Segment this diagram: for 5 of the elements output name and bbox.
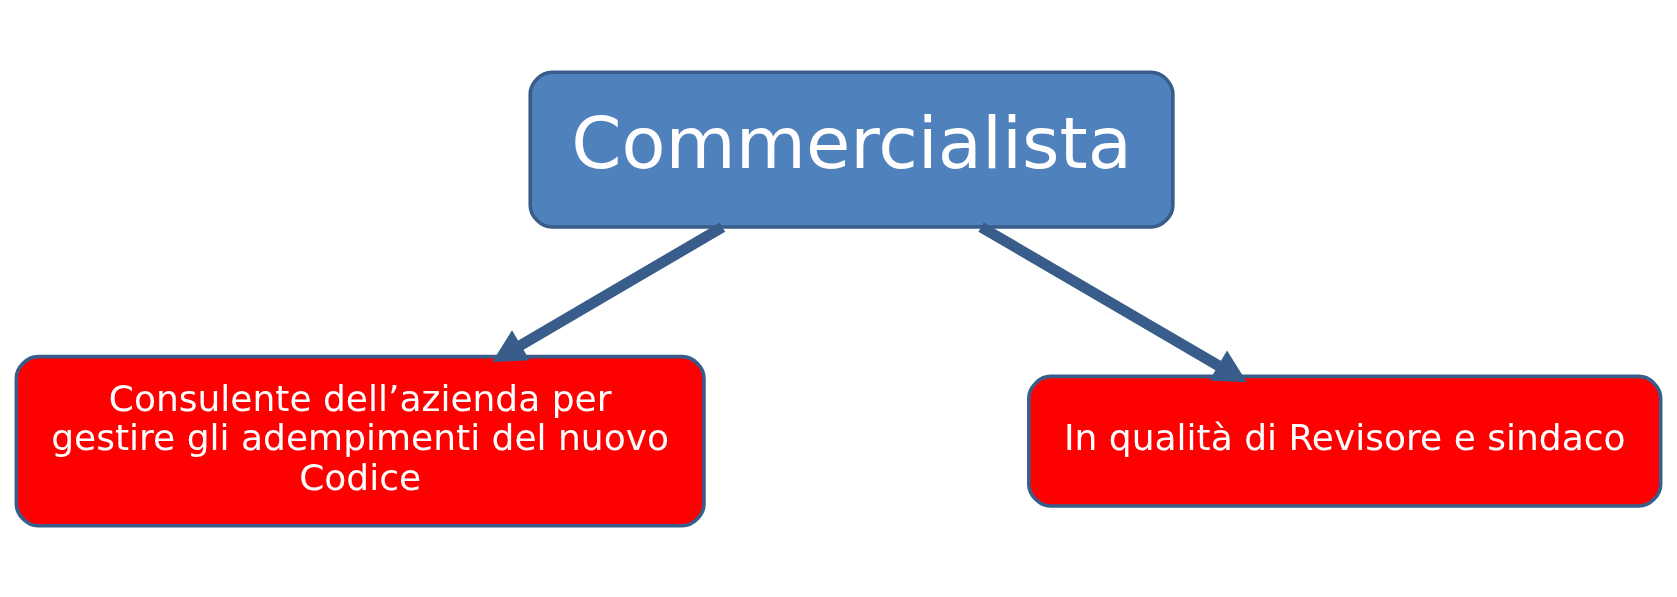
arrow <box>978 221 1247 382</box>
node-box: Consulente dell’azienda per gestire gli adempimenti del nuovo Codice <box>14 354 706 528</box>
node-box: Commercialista <box>528 69 1175 229</box>
node-box: In qualità di Revisore e sindaco <box>1027 374 1663 508</box>
arrow <box>492 221 726 362</box>
